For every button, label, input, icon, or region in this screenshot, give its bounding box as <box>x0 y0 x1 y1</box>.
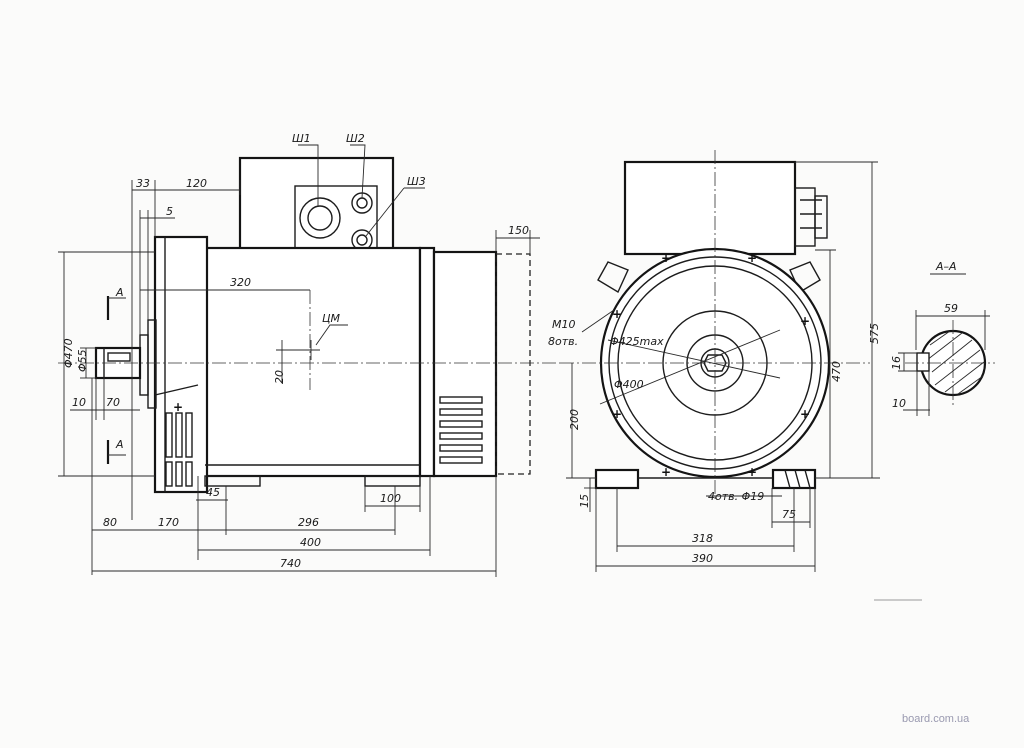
terminal-sh3-inner <box>356 234 368 246</box>
section-hatching <box>926 330 985 395</box>
rear-vents <box>439 396 483 464</box>
front-terminal-box <box>623 160 797 256</box>
front-foot-left <box>594 468 640 490</box>
dim-320: 320 <box>230 276 251 289</box>
foot-front <box>204 475 261 487</box>
dim-100: 100 <box>380 492 401 505</box>
terminal-sh1-inner <box>307 205 333 231</box>
dim-45: 45 <box>206 486 220 499</box>
dim-33: 33 <box>136 177 150 190</box>
dim-150: 150 <box>508 224 529 237</box>
label-cm: ЦМ <box>322 312 341 325</box>
dim-80: 80 <box>103 516 117 529</box>
side-view: + ЦМ Ш1 Ш2 Ш3 <box>58 132 560 577</box>
dim-section-10: 10 <box>892 397 906 410</box>
svg-text:+: + <box>747 465 757 479</box>
bolt-marks: + + + + + + + + <box>612 251 810 479</box>
section-mark-a-bottom: A <box>115 438 124 451</box>
dim-10: 10 <box>72 396 86 409</box>
terminal-box <box>238 156 395 254</box>
foot-rear <box>364 475 421 487</box>
svg-text:+: + <box>800 314 810 328</box>
dim-575: 575 <box>868 323 881 344</box>
dim-20: 20 <box>273 370 286 384</box>
section-title: A–A <box>935 260 957 273</box>
dim-16: 16 <box>890 356 903 370</box>
dim-75: 75 <box>782 508 796 521</box>
flange-vents <box>165 412 193 487</box>
dim-120: 120 <box>186 177 207 190</box>
label-m10: M10 <box>552 318 576 331</box>
label-sh1: Ш1 <box>292 132 311 145</box>
front-view: + + + + + + + + M10 8отв. Φ425max Φ400 4… <box>548 150 881 572</box>
dim-318: 318 <box>692 532 713 545</box>
svg-text:+: + <box>612 407 622 421</box>
dim-200: 200 <box>568 409 581 430</box>
label-phi400: Φ400 <box>614 378 644 391</box>
dim-70: 70 <box>106 396 120 409</box>
section-a-a: A–A 59 16 10 <box>890 260 995 416</box>
label-phi425max: Φ425max <box>610 335 664 348</box>
svg-text:+: + <box>661 465 671 479</box>
rear-shield <box>432 250 498 478</box>
dim-170: 170 <box>158 516 179 529</box>
label-8-holes: 8отв. <box>548 335 578 348</box>
dim-400: 400 <box>300 536 321 549</box>
removable-cover-outline <box>495 253 531 475</box>
plus-mark: + <box>173 400 183 414</box>
svg-text:+: + <box>747 251 757 265</box>
keyway <box>916 352 930 372</box>
dim-740: 740 <box>280 557 301 570</box>
label-sh3: Ш3 <box>407 175 426 188</box>
front-flange <box>153 235 209 494</box>
dim-phi55: Φ55 <box>76 349 89 372</box>
label-4-holes-phi19: 4отв. Φ19 <box>708 490 764 503</box>
rear-shield-ring <box>418 246 436 478</box>
dim-296: 296 <box>298 516 319 529</box>
terminal-sh1-outer <box>299 197 341 239</box>
section-mark-a-top: A <box>115 286 124 299</box>
dim-15: 15 <box>578 494 591 508</box>
dim-5: 5 <box>166 205 173 218</box>
svg-text:+: + <box>661 251 671 265</box>
dim-470: 470 <box>830 361 843 382</box>
svg-text:+: + <box>612 307 622 321</box>
dim-59: 59 <box>944 302 958 315</box>
label-sh2: Ш2 <box>346 132 365 145</box>
stator-body <box>196 246 422 478</box>
dim-phi470: Φ470 <box>62 338 75 368</box>
dim-390: 390 <box>692 552 713 565</box>
watermark: board.com.ua <box>902 713 970 725</box>
svg-text:+: + <box>800 407 810 421</box>
